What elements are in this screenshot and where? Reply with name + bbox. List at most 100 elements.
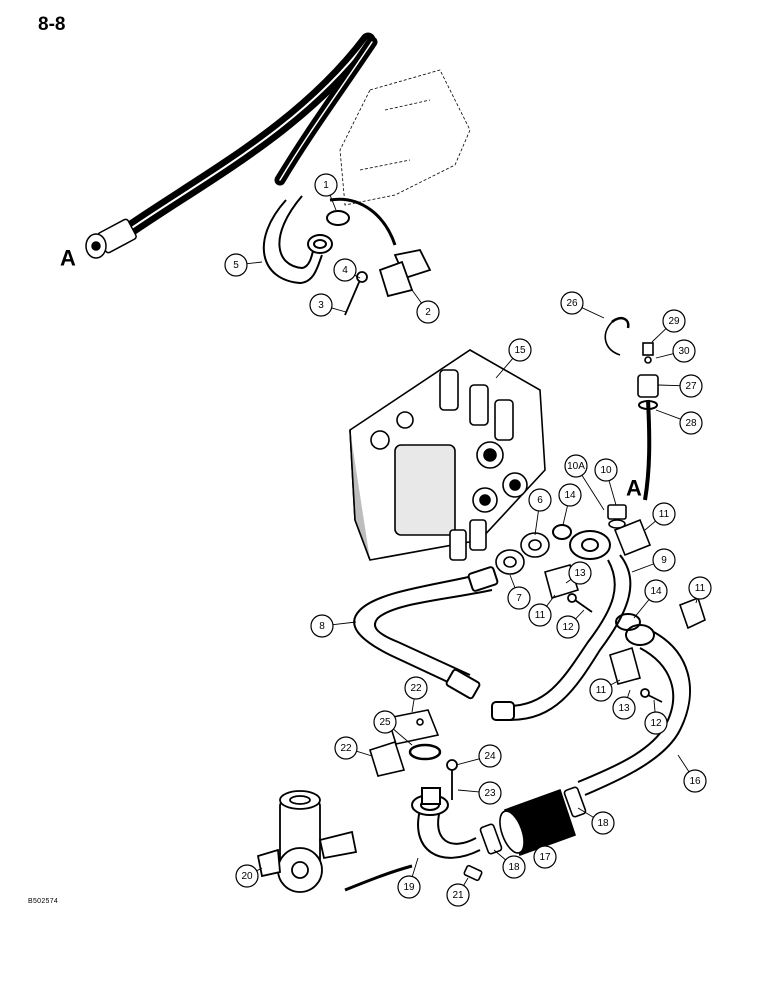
callout-circle xyxy=(310,614,334,638)
callout-3: 3 xyxy=(309,293,333,317)
tube-part-9 xyxy=(491,530,632,721)
callout-27: 27 xyxy=(679,374,703,398)
callout-number: 18 xyxy=(508,862,520,873)
callout-circle xyxy=(652,548,676,572)
callout-number: 29 xyxy=(668,316,680,327)
callout-number: 22 xyxy=(410,683,422,694)
callout-number: 13 xyxy=(574,568,586,579)
leader-line xyxy=(627,689,631,698)
callout-circle xyxy=(528,488,552,512)
callout-number: 18 xyxy=(597,818,609,829)
callout-circle xyxy=(446,883,470,907)
callout-28: 28 xyxy=(679,411,703,435)
callout-15: 15 xyxy=(508,338,532,362)
callout-circle xyxy=(644,579,668,603)
callout-circle xyxy=(334,736,358,760)
leader-line xyxy=(633,599,650,619)
callout-22: 22 xyxy=(404,676,428,700)
callout-13: 13 xyxy=(568,561,592,585)
callout-number: 26 xyxy=(566,298,578,309)
callout-circle xyxy=(672,339,696,363)
callout-circle xyxy=(568,561,592,585)
callout-18: 18 xyxy=(502,855,526,879)
leader-line xyxy=(565,579,572,584)
leader-line xyxy=(651,328,667,343)
o-ring-1 xyxy=(326,210,350,226)
connection-label-right: A xyxy=(626,476,642,501)
callout-12: 12 xyxy=(644,711,668,735)
callout-circle xyxy=(558,483,582,507)
callout-circle xyxy=(528,603,552,627)
callout-21: 21 xyxy=(446,883,470,907)
leader-line xyxy=(581,307,605,319)
callout-8: 8 xyxy=(310,614,334,638)
callout-19: 19 xyxy=(397,875,421,899)
arrow-pointer-lower xyxy=(344,864,413,892)
callout-7: 7 xyxy=(507,586,531,610)
callout-2: 2 xyxy=(416,300,440,324)
tube-part-8 xyxy=(353,566,499,700)
callout-11: 11 xyxy=(688,576,712,600)
callout-circle xyxy=(373,710,397,734)
callout-12: 12 xyxy=(556,615,580,639)
callout-25: 25 xyxy=(373,710,397,734)
callout-circle xyxy=(679,374,703,398)
callout-circle xyxy=(591,811,615,835)
callout-number: 14 xyxy=(564,490,576,501)
tube-part-5 xyxy=(262,195,333,285)
leader-line xyxy=(575,609,585,620)
leader-line xyxy=(332,621,357,626)
callout-circle xyxy=(502,855,526,879)
leader-line xyxy=(657,384,681,387)
callout-20: 20 xyxy=(235,864,259,888)
hose-fitting-a xyxy=(85,218,137,259)
callout-11: 11 xyxy=(589,678,613,702)
callout-number: 16 xyxy=(689,776,701,787)
callout-number: 25 xyxy=(379,717,391,728)
o-ring-25 xyxy=(408,743,442,761)
callout-circle xyxy=(644,711,668,735)
arrow-pointer-upper xyxy=(329,197,397,246)
callout-10a: 10A xyxy=(564,454,588,478)
callout-circle xyxy=(333,258,357,282)
callout-number: 1 xyxy=(323,180,329,191)
leader-line xyxy=(695,598,698,604)
callout-30: 30 xyxy=(672,339,696,363)
leader-line xyxy=(610,679,621,686)
callout-circle xyxy=(314,173,338,197)
control-valve-body xyxy=(349,349,546,561)
callout-circle xyxy=(589,678,613,702)
callout-26: 26 xyxy=(560,291,584,315)
callout-circle xyxy=(683,769,707,793)
callout-14: 14 xyxy=(558,483,582,507)
leader-line xyxy=(354,274,361,279)
callout-11: 11 xyxy=(528,603,552,627)
callout-number: 15 xyxy=(514,345,526,356)
callout-16: 16 xyxy=(683,769,707,793)
callout-number: 22 xyxy=(340,743,352,754)
leader-line xyxy=(655,353,674,359)
callout-circle xyxy=(235,864,259,888)
callout-10: 10 xyxy=(594,458,618,482)
callout-circle xyxy=(679,411,703,435)
leader-line xyxy=(537,839,542,847)
leader-line xyxy=(356,750,373,757)
callout-circle xyxy=(556,615,580,639)
callout-number: 19 xyxy=(403,882,415,893)
leader-line xyxy=(495,358,514,379)
leader-line xyxy=(655,409,681,420)
callout-circle xyxy=(564,454,588,478)
callout-circle xyxy=(533,845,557,869)
callout-circle xyxy=(416,300,440,324)
long-hose-assembly xyxy=(112,32,378,244)
callout-number: 11 xyxy=(596,685,607,696)
leader-line xyxy=(581,475,605,511)
callout-number: 17 xyxy=(539,852,551,863)
callout-circle xyxy=(478,744,502,768)
flange-clamps-2 xyxy=(378,248,432,298)
leader-line xyxy=(644,520,656,531)
callout-circle xyxy=(508,338,532,362)
callout-number: 11 xyxy=(695,583,706,594)
hose-part-17 xyxy=(499,788,577,857)
